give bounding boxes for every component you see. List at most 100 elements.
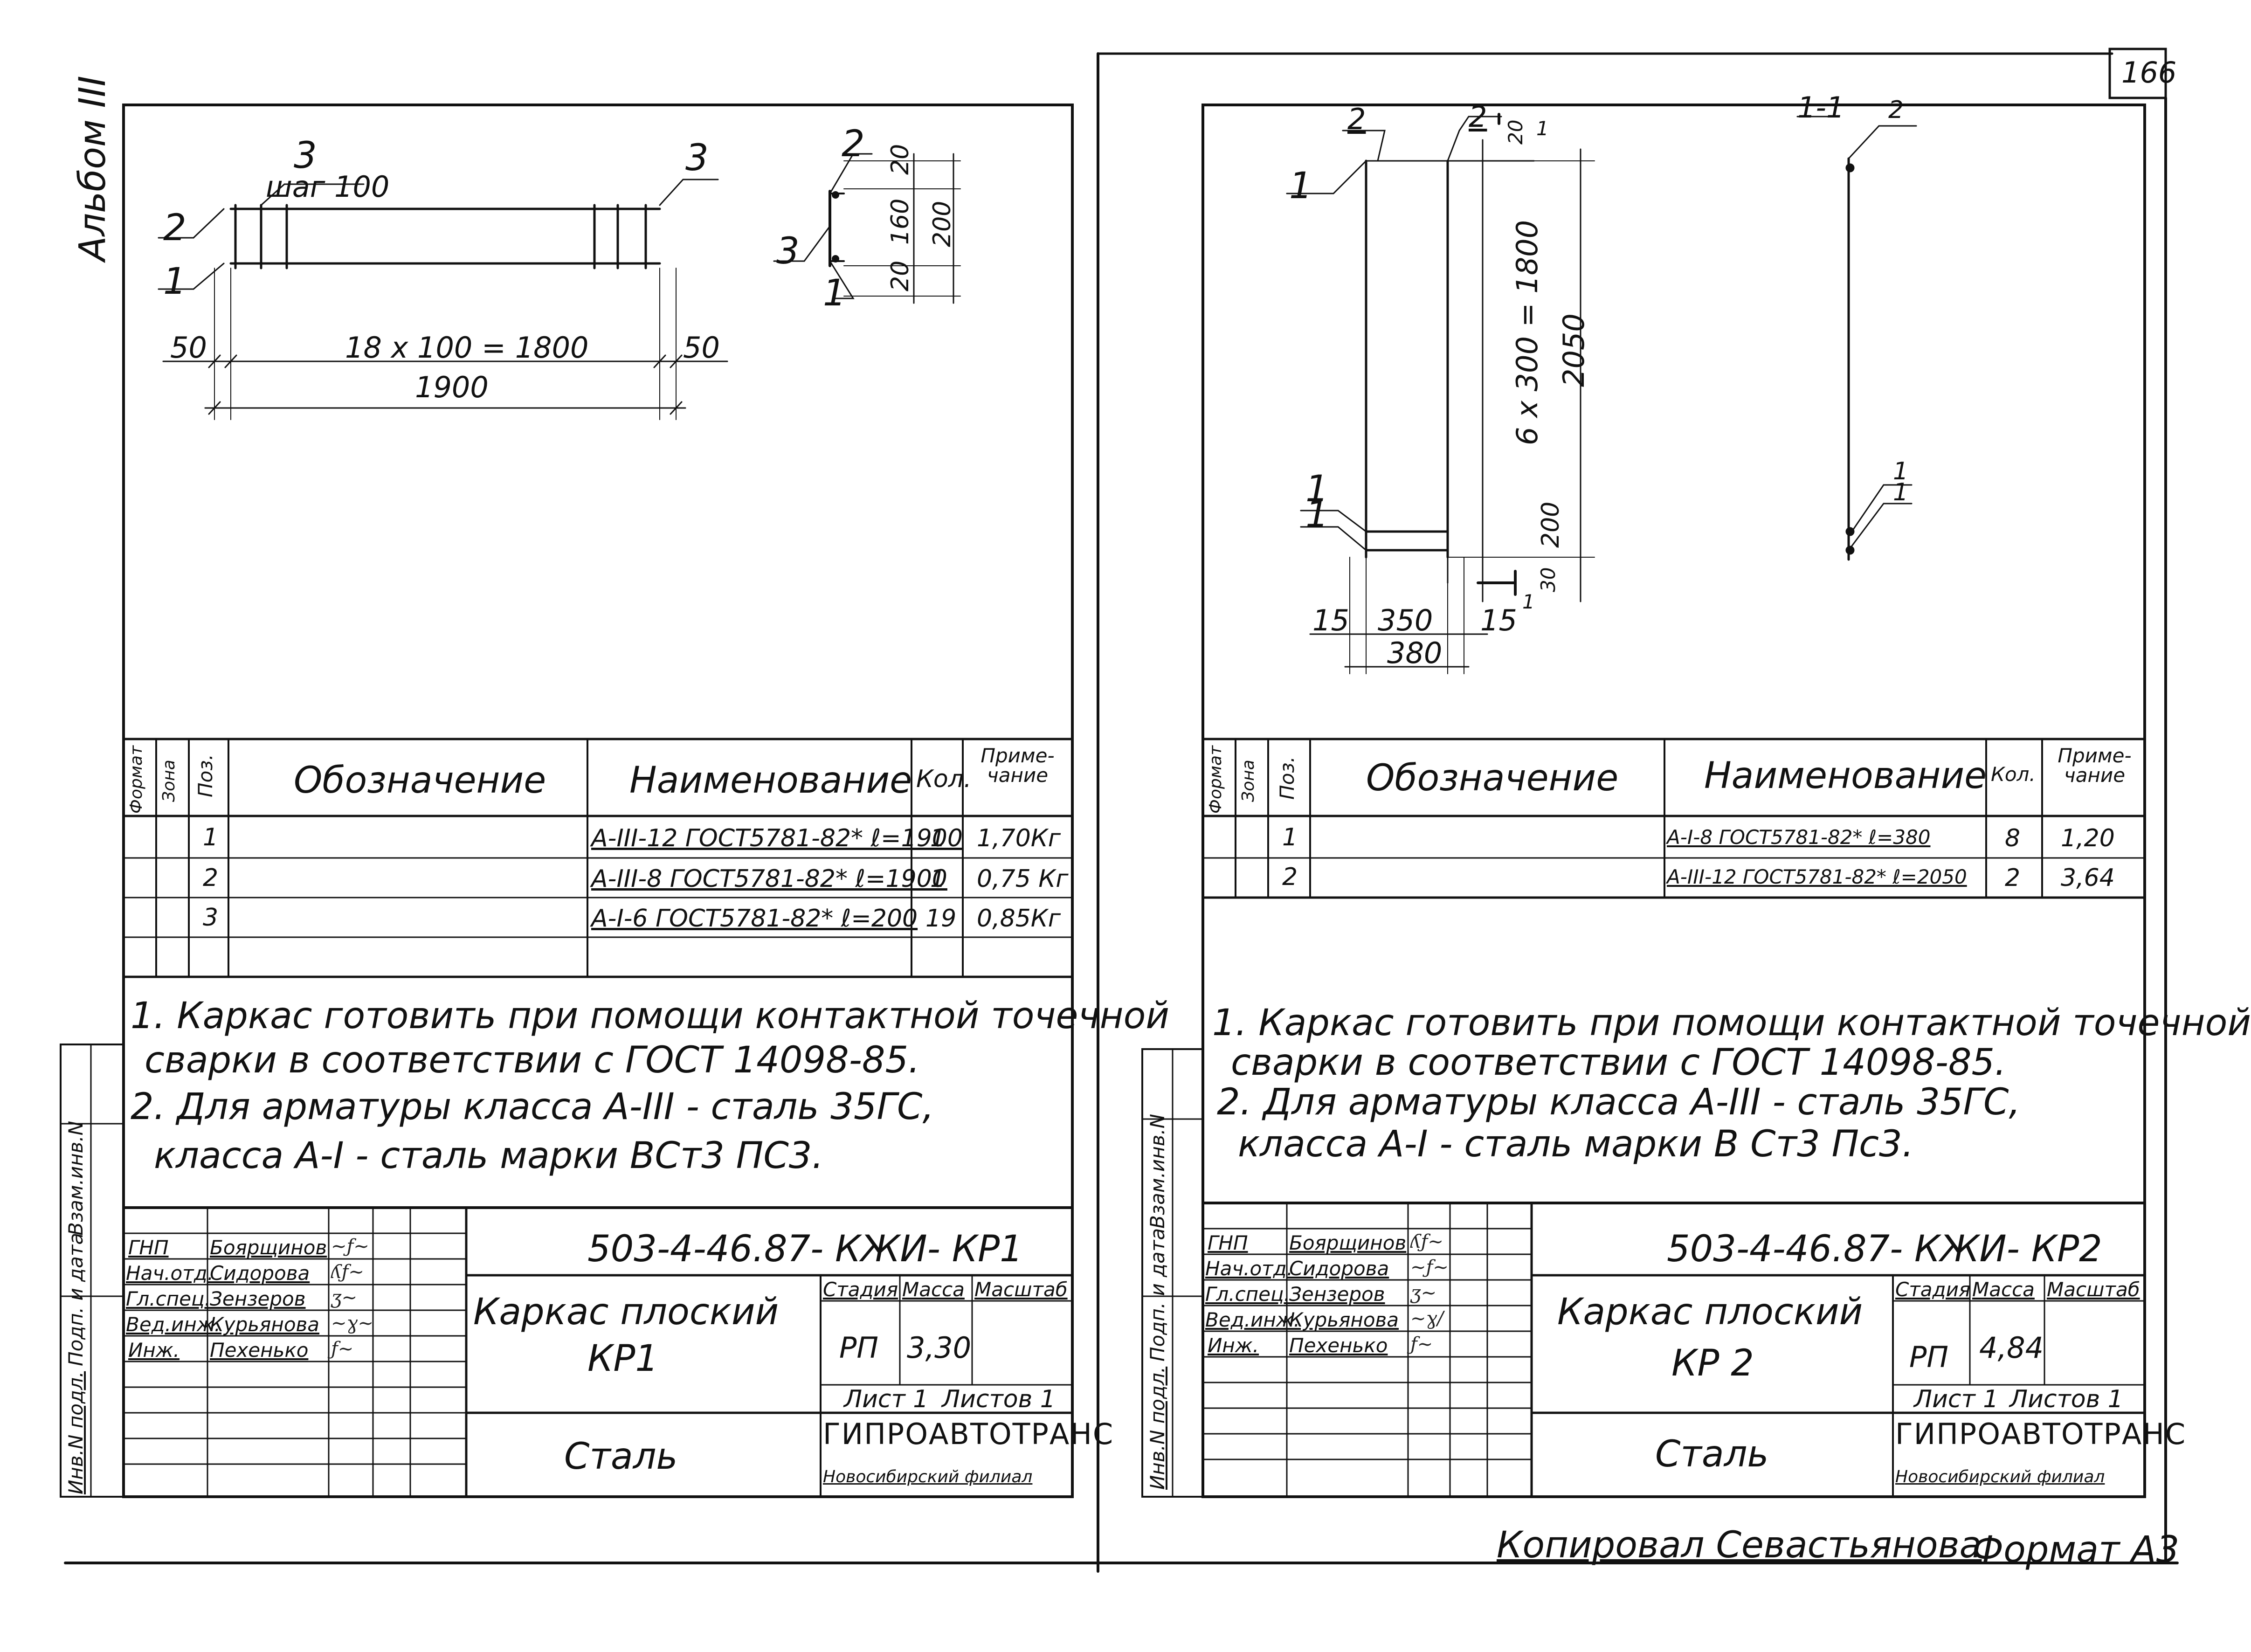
row-note: 0,75 Кг bbox=[977, 865, 1069, 893]
sign-role: ГНП bbox=[1208, 1231, 1248, 1254]
sign-role: Нач.отд. bbox=[1205, 1257, 1293, 1280]
sheet-no: Лист 1 bbox=[844, 1385, 929, 1413]
sign-role: Инж. bbox=[1208, 1334, 1259, 1357]
dim-label: 20 bbox=[886, 260, 914, 291]
dim-label: 15 bbox=[1480, 603, 1517, 637]
dim-label: 160 bbox=[886, 198, 914, 245]
dim-label: 18 x 100 = 1800 bbox=[345, 331, 589, 365]
dim-label: 350 bbox=[1378, 603, 1433, 637]
note-line: класса А-I - сталь марки В Ст3 Пс3. bbox=[1238, 1123, 1914, 1165]
stage: РП bbox=[839, 1331, 879, 1365]
row-pos: 2 bbox=[1282, 863, 1298, 891]
dim-label: 6 x 300 = 1800 bbox=[1510, 220, 1544, 445]
signature-mark: ʎƒ~ bbox=[331, 1261, 364, 1283]
material: Сталь bbox=[564, 1436, 678, 1478]
pos-label: 1 bbox=[1522, 590, 1535, 613]
stage-label: Стадия bbox=[823, 1278, 898, 1301]
side-sign: Подп. и дата bbox=[1146, 1228, 1169, 1362]
col-qty: Кол. bbox=[916, 765, 972, 793]
dim-label: 380 bbox=[1387, 636, 1443, 670]
sign-role: Гл.спец. bbox=[126, 1287, 211, 1310]
side-vzam: Взам.инв.N bbox=[64, 1120, 87, 1236]
title-line2: КР 2 bbox=[1671, 1342, 1754, 1384]
signature-mark: ~ɣ~ bbox=[331, 1313, 373, 1334]
row-pos: 1 bbox=[203, 823, 219, 851]
row-name: А-III-12 ГОСТ5781-82* ℓ=2050 bbox=[1667, 865, 1967, 888]
col-pos: Поз. bbox=[1276, 756, 1298, 800]
row-name: А-I-6 ГОСТ5781-82* ℓ=200 bbox=[591, 905, 918, 933]
mass: 4,84 bbox=[1979, 1331, 2044, 1365]
pitch-label: шаг 100 bbox=[266, 170, 390, 204]
sign-role: ГНП bbox=[128, 1236, 169, 1259]
org-sub: Новосибирский филиал bbox=[823, 1467, 1033, 1486]
side-vzam: Взам.инв.N bbox=[1146, 1113, 1169, 1229]
pos-label: 2 bbox=[1347, 102, 1366, 136]
row-note: 3,64 bbox=[2061, 864, 2115, 892]
sign-name: Боярщинов bbox=[210, 1236, 327, 1259]
col-qty: Кол. bbox=[1991, 763, 2036, 786]
kp2-plan bbox=[1286, 113, 1595, 674]
row-pos: 1 bbox=[1282, 823, 1298, 851]
row-pos: 3 bbox=[203, 904, 219, 932]
pos-label: 2 bbox=[842, 123, 865, 165]
stage: РП bbox=[1909, 1340, 1949, 1374]
sign-name: Пехенько bbox=[210, 1339, 309, 1362]
signature-mark: ƒ~ bbox=[331, 1338, 354, 1360]
dim-label: 15 bbox=[1312, 603, 1349, 637]
note-line: 1. Каркас готовить при помощи контактной… bbox=[131, 995, 1169, 1037]
sheet1-frame bbox=[60, 104, 1074, 1498]
sign-role: Нач.отд. bbox=[126, 1262, 214, 1285]
pos-label: 2 bbox=[163, 207, 186, 249]
sign-name: Курьянова bbox=[210, 1313, 319, 1336]
dim-label: 50 bbox=[170, 331, 207, 365]
signature-mark: ʒ~ bbox=[331, 1287, 358, 1308]
side-inv: Инв.N подл. bbox=[64, 1371, 87, 1494]
drawing-code: 503-4-46.87- КЖИ- КР2 bbox=[1667, 1228, 2102, 1270]
col-format: Формат bbox=[127, 745, 146, 814]
row-qty: 1 bbox=[930, 865, 946, 893]
kp1-section bbox=[773, 153, 961, 304]
signature-mark: ʎƒ~ bbox=[1410, 1231, 1443, 1252]
sign-name: Пехенько bbox=[1289, 1334, 1388, 1357]
dim-label: 30 bbox=[1537, 567, 1560, 592]
col-zone: Зона bbox=[1239, 760, 1258, 802]
signature-mark: ʒ~ bbox=[1410, 1282, 1437, 1304]
kp2-section bbox=[1796, 116, 1917, 561]
dim-label: 200 bbox=[928, 200, 956, 247]
mass-label: Масса bbox=[1972, 1278, 2035, 1301]
sign-role: Вед.инж. bbox=[1205, 1308, 1300, 1331]
sign-name: Курьянова bbox=[1289, 1308, 1399, 1331]
dim-label: 20 bbox=[1504, 119, 1527, 145]
org-name: ГИПРОАВТОТРАНС bbox=[1895, 1417, 2187, 1451]
note-line: класса А-I - сталь марки ВСт3 ПС3. bbox=[154, 1135, 824, 1177]
sign-name: Боярщинов bbox=[1289, 1231, 1407, 1254]
pos-label: 1 bbox=[163, 261, 186, 303]
pos-label: 3 bbox=[685, 137, 709, 179]
row-pos: 2 bbox=[203, 864, 219, 892]
col-note: Приме-чание bbox=[2058, 744, 2132, 787]
sheets-total: Листов 1 bbox=[2009, 1385, 2123, 1413]
signature-mark: ƒ~ bbox=[1410, 1334, 1433, 1355]
note-line: 2. Для арматуры класса А-III - сталь 35Г… bbox=[1217, 1081, 2021, 1123]
sign-role: Инж. bbox=[128, 1339, 180, 1362]
sign-name: Сидорова bbox=[1289, 1257, 1389, 1280]
section-mark: 1-1 bbox=[1797, 90, 1845, 124]
title-line1: Каркас плоский bbox=[473, 1291, 779, 1333]
note-line: сварки в соответствии с ГОСТ 14098-85. bbox=[145, 1039, 920, 1081]
note-line: сварки в соответствии с ГОСТ 14098-85. bbox=[1231, 1042, 2006, 1084]
scale-label: Масштаб bbox=[2047, 1278, 2140, 1301]
pos-label: 1 bbox=[1536, 117, 1549, 140]
row-note: 1,20 bbox=[2061, 824, 2115, 852]
pos-label: 2 bbox=[1888, 96, 1904, 124]
col-designation: Обозначение bbox=[294, 760, 546, 802]
page-number: 166 bbox=[2121, 55, 2177, 90]
pos-label: 3 bbox=[776, 230, 800, 272]
pos-label: 1 bbox=[1305, 494, 1329, 536]
pos-label: 1 bbox=[1893, 478, 1909, 506]
row-name: А-III-8 ГОСТ5781-82* ℓ=1900 bbox=[591, 865, 947, 893]
kp1-plan bbox=[158, 179, 728, 420]
dim-label: 20 bbox=[886, 144, 914, 175]
col-designation: Обозначение bbox=[1366, 757, 1619, 799]
pos-label: 2 bbox=[1469, 100, 1487, 134]
